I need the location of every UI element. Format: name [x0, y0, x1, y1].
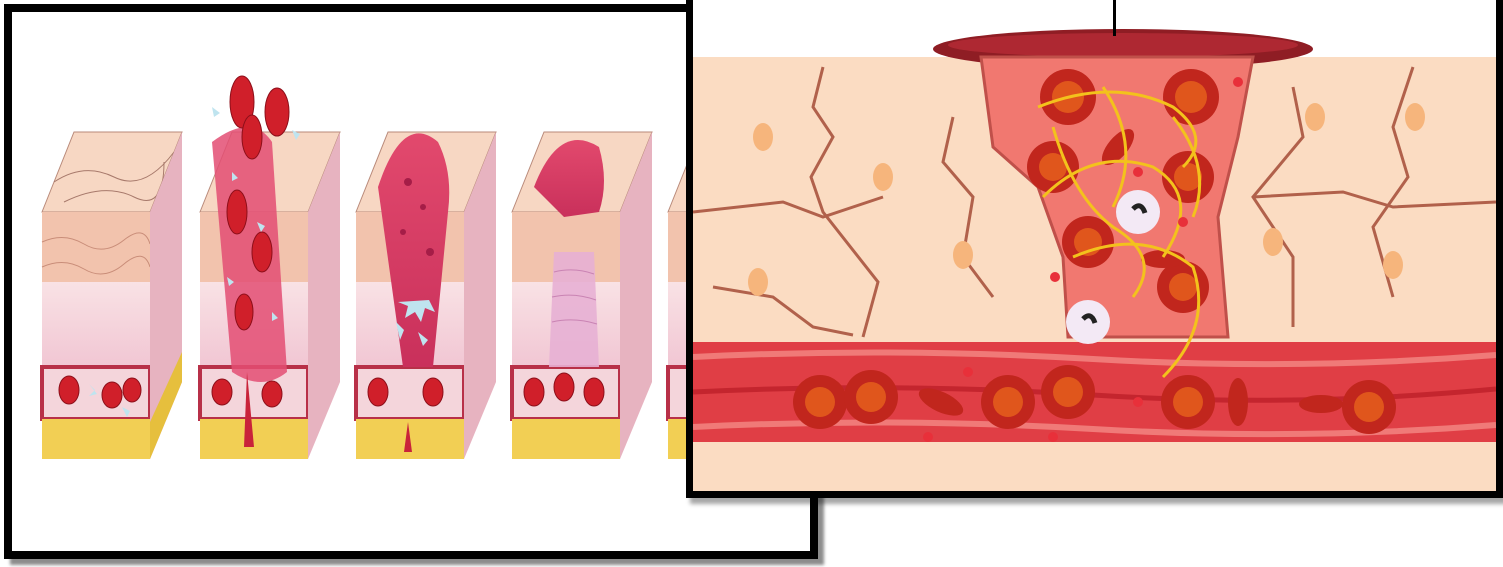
pointer-line [1113, 0, 1116, 36]
stage-3-platelet-plug [356, 132, 496, 459]
clot-closeup-panel [686, 0, 1503, 498]
stage-1-intact [42, 132, 182, 459]
stage-4-clot [512, 132, 652, 459]
stage-2-bleeding [200, 76, 340, 459]
clot-closeup-illustration [693, 0, 1496, 491]
